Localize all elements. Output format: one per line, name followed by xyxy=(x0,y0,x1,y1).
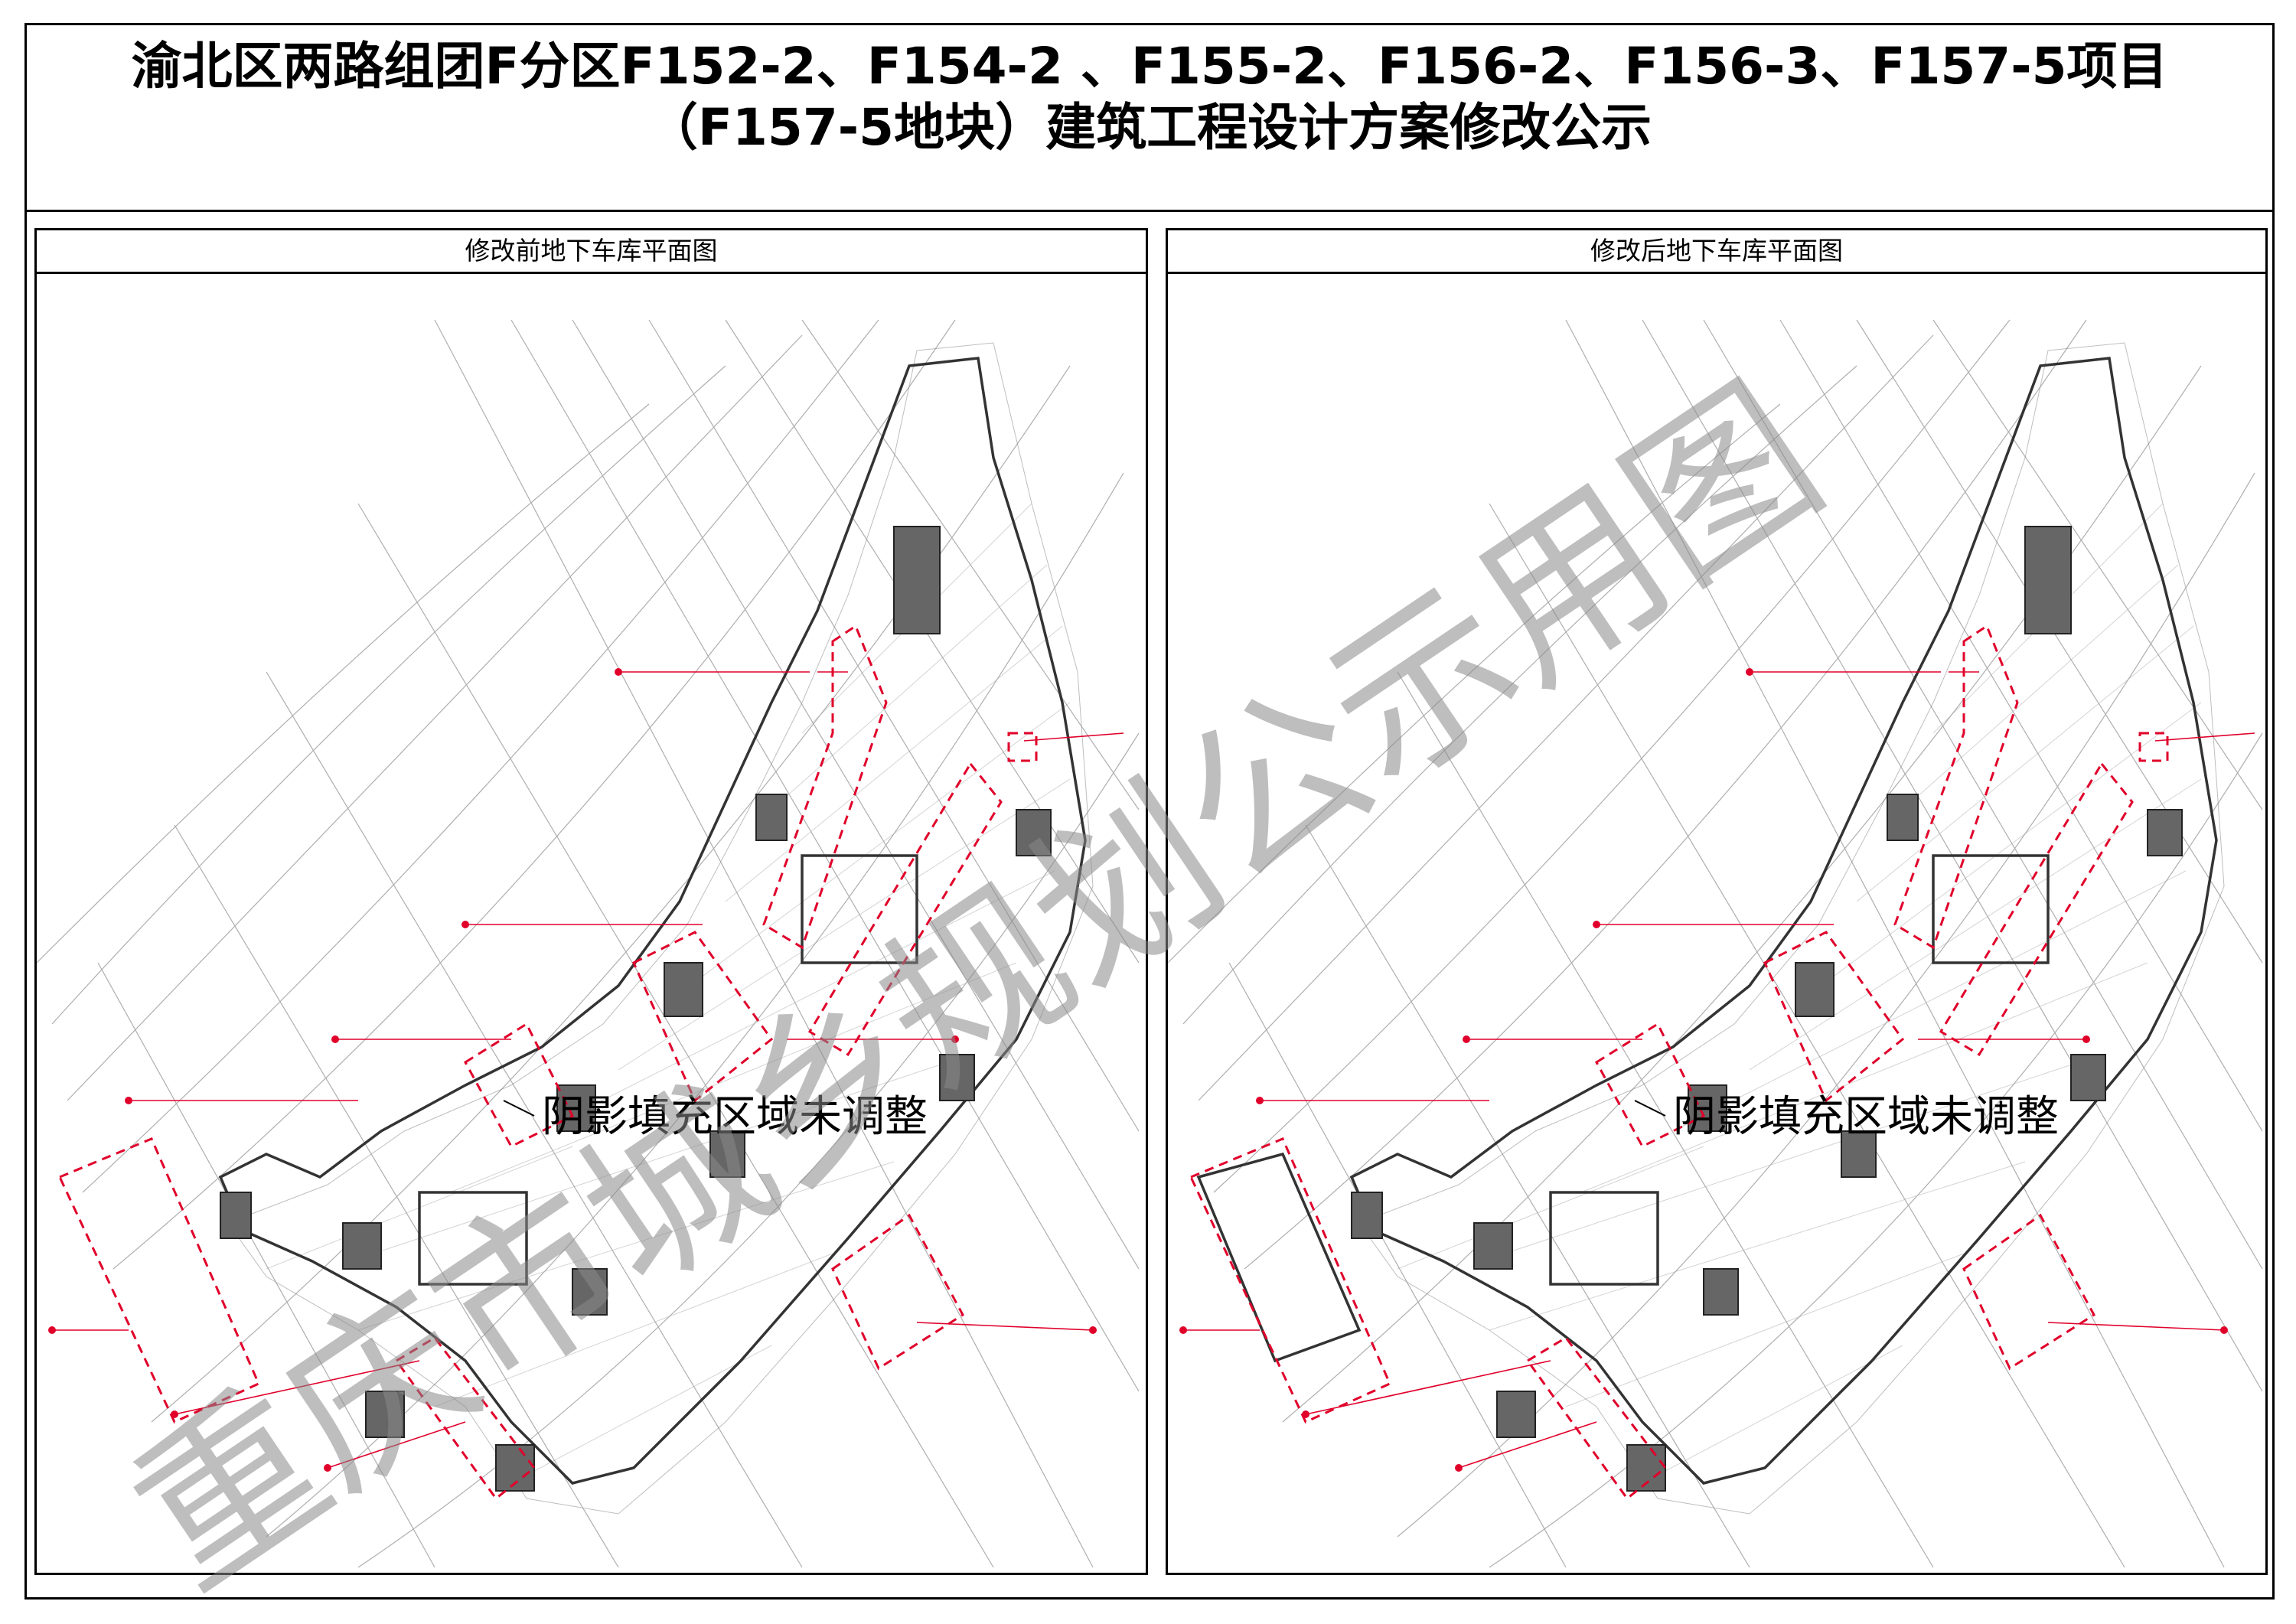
grid-lines xyxy=(37,319,1140,1568)
panel-after-heading: 修改后地下车库平面图 xyxy=(1168,230,2265,274)
callout-dots xyxy=(1179,668,2228,1472)
building-outline xyxy=(1196,357,2218,1485)
callout-dots xyxy=(48,668,1097,1472)
plan-after-drawing: 阴影填充区域未调整 xyxy=(1168,319,2263,1568)
note-leader xyxy=(1634,1100,1666,1117)
unchanged-area-note: 阴影填充区域未调整 xyxy=(1673,1092,2059,1142)
callout-leaders xyxy=(52,671,1124,1469)
panel-before: 修改前地下车库平面图 xyxy=(34,228,1148,1575)
title-block: 渝北区两路组团F分区F152-2、F154-2 、F155-2、F156-2、F… xyxy=(27,25,2272,212)
hatch-fill xyxy=(1397,503,2202,1484)
note-leader xyxy=(503,1100,535,1117)
core-blocks xyxy=(1351,526,2183,1492)
unchanged-area-note: 阴影填充区域未调整 xyxy=(542,1092,928,1142)
grid-lines xyxy=(1168,319,2263,1568)
hatch-fill xyxy=(266,503,1071,1484)
title-line-2: （F157-5地块）建筑工程设计方案修改公示 xyxy=(647,98,1652,157)
panel-before-heading: 修改前地下车库平面图 xyxy=(37,230,1146,274)
title-line-1: 渝北区两路组团F分区F152-2、F154-2 、F155-2、F156-2、F… xyxy=(131,37,2168,96)
building-outline xyxy=(218,357,1087,1485)
drawing-sheet: 渝北区两路组团F分区F152-2、F154-2 、F155-2、F156-2、F… xyxy=(24,23,2275,1600)
panel-after: 修改后地下车库平面图 xyxy=(1166,228,2268,1575)
core-blocks xyxy=(220,526,1052,1492)
revision-clouds xyxy=(57,624,1038,1501)
plan-before-drawing: 阴影填充区域未调整 xyxy=(37,319,1140,1568)
revision-clouds xyxy=(1189,624,2169,1501)
callout-leaders xyxy=(1183,671,2255,1469)
